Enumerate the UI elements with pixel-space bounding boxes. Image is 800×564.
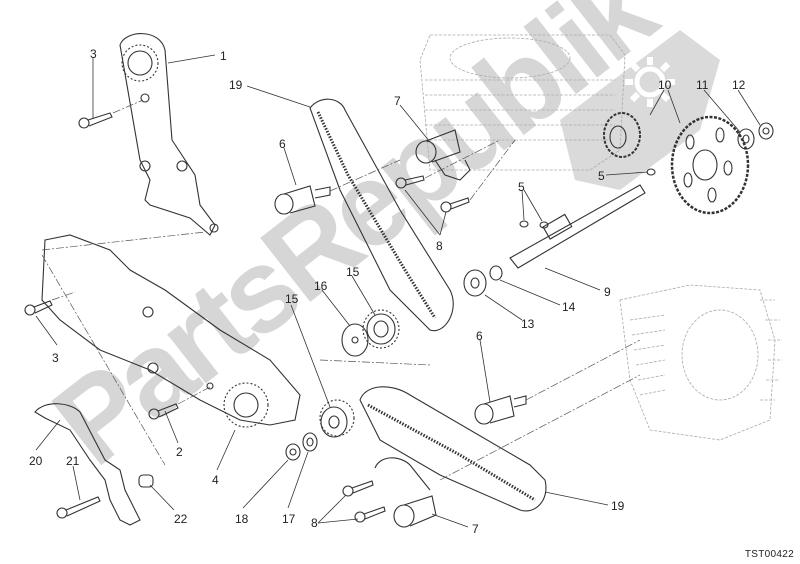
callout-4: 4 bbox=[212, 473, 219, 487]
callout-15: 15 bbox=[285, 292, 299, 306]
callout-7: 7 bbox=[394, 94, 401, 108]
part-15-pulley-lower bbox=[319, 399, 355, 438]
gear-icon bbox=[625, 57, 675, 107]
callout-10: 10 bbox=[658, 78, 672, 92]
part-7-tensioner-upper bbox=[415, 129, 471, 181]
callout-9: 9 bbox=[604, 285, 611, 299]
part-14-circlip bbox=[489, 265, 503, 281]
part-17-washer bbox=[302, 432, 318, 452]
part-20-arm bbox=[34, 403, 141, 526]
callout-5: 5 bbox=[598, 169, 605, 183]
part-2-screw bbox=[148, 403, 179, 420]
callout-18: 18 bbox=[235, 512, 249, 526]
callout-14: 14 bbox=[562, 300, 576, 314]
callout-17: 17 bbox=[282, 512, 296, 526]
part-11-washer bbox=[737, 128, 755, 150]
callout-1: 1 bbox=[220, 49, 227, 63]
part-22-bushing bbox=[138, 474, 154, 488]
callout-8: 8 bbox=[311, 516, 318, 530]
callout-11: 11 bbox=[696, 78, 709, 92]
callout-3: 3 bbox=[90, 47, 97, 61]
part-8-screws-upper bbox=[395, 175, 470, 213]
callout-21: 21 bbox=[66, 454, 80, 468]
cylinder-ghost-top bbox=[419, 34, 626, 171]
part-1-upper-cover bbox=[119, 33, 219, 236]
callout-6: 6 bbox=[279, 137, 286, 151]
part-6-spacer-upper bbox=[274, 185, 331, 215]
part-19-belt-upper bbox=[309, 98, 454, 332]
part-16-washer bbox=[341, 323, 369, 357]
part-21-screw bbox=[56, 496, 101, 519]
cylinder-ghost-bottom bbox=[619, 284, 782, 441]
part-4-lower-cover bbox=[41, 234, 301, 428]
callout-15: 15 bbox=[346, 265, 360, 279]
part-15-pulley-upper bbox=[362, 309, 400, 349]
leader-lines bbox=[35, 54, 761, 528]
callout-20: 20 bbox=[29, 454, 43, 468]
part-7-tensioner-lower bbox=[374, 457, 437, 528]
callout-5: 5 bbox=[518, 180, 525, 194]
callout-6: 6 bbox=[476, 329, 483, 343]
callout-12: 12 bbox=[732, 78, 746, 92]
callout-16: 16 bbox=[314, 279, 328, 293]
part-9-shaft bbox=[509, 184, 646, 269]
callout-8: 8 bbox=[436, 239, 443, 253]
part-3-screw-lower bbox=[24, 300, 53, 316]
callout-13: 13 bbox=[521, 317, 535, 331]
callout-3: 3 bbox=[52, 351, 59, 365]
callout-7: 7 bbox=[472, 522, 479, 536]
part-8-screws-lower bbox=[342, 480, 386, 523]
part-13-spacer bbox=[463, 269, 487, 297]
part-12-nut bbox=[758, 122, 774, 140]
part-10-gear-small bbox=[603, 112, 641, 158]
part-3-screw-top bbox=[78, 112, 113, 129]
alignment-lines bbox=[41, 99, 641, 481]
part-6-spacer-lower bbox=[474, 395, 527, 425]
part-19-belt-lower bbox=[359, 386, 547, 512]
part-10-gear-large bbox=[670, 115, 750, 215]
drawing-code: TST00422 bbox=[744, 549, 794, 560]
callout-22: 22 bbox=[174, 512, 188, 526]
part-18-nut bbox=[285, 443, 301, 461]
callout-19: 19 bbox=[611, 499, 625, 513]
callout-19: 19 bbox=[229, 78, 243, 92]
callout-2: 2 bbox=[176, 445, 183, 459]
